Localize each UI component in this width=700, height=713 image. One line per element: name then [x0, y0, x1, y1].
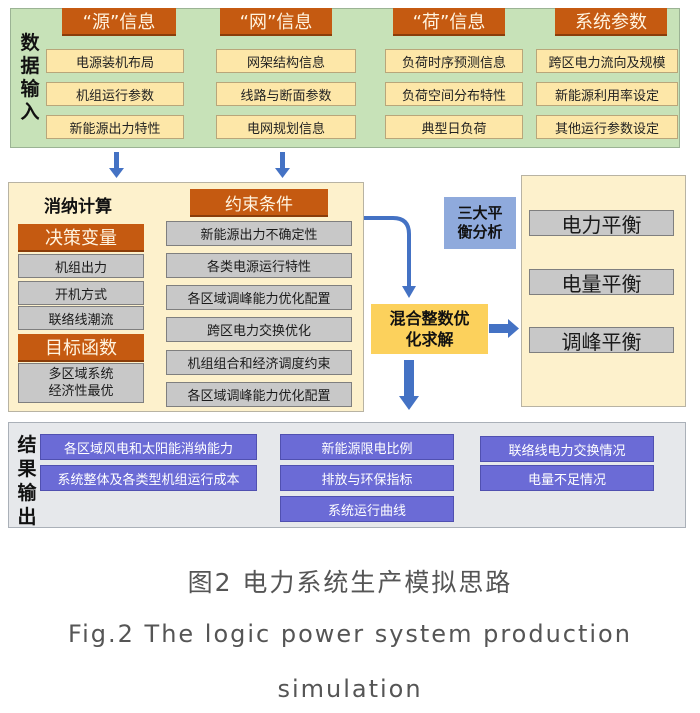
input-item: 电源装机布局 [46, 49, 184, 73]
arrow-solver-to-balance [489, 319, 519, 338]
decision-var-item: 开机方式 [18, 281, 144, 305]
figure-caption-en-line-2: simulation [277, 675, 423, 703]
constraint-item: 跨区电力交换优化 [166, 317, 352, 342]
output-item: 排放与环保指标 [280, 465, 454, 491]
balance-item-power: 电力平衡 [529, 210, 674, 237]
balance-item-peak: 调峰平衡 [529, 327, 674, 354]
figure-caption-en-line-1: Fig.2 The logic power system production [68, 620, 632, 648]
source-info-header: “源”信息 [62, 8, 176, 36]
decision-var-item: 机组出力 [18, 254, 144, 278]
decision-var-item: 联络线潮流 [18, 306, 144, 330]
constraint-item: 机组组合和经济调度约束 [166, 350, 352, 375]
output-item: 新能源限电比例 [280, 434, 454, 460]
arrow-input-to-constraints [275, 152, 290, 178]
input-item: 机组运行参数 [46, 82, 184, 106]
output-label: 结果输出 [16, 433, 38, 529]
output-item: 电量不足情况 [480, 465, 654, 491]
data-input-label-text: 数据输入 [20, 32, 40, 123]
input-item: 负荷时序预测信息 [385, 49, 523, 73]
data-input-label: 数据输入 [19, 32, 41, 124]
objective-line-1: 多区域系统 [48, 367, 114, 382]
objective-line-2: 经济性最优 [48, 384, 114, 399]
constraint-item: 各区域调峰能力优化配置 [166, 285, 352, 310]
objective-header: 目标函数 [18, 334, 144, 362]
input-item: 线路与断面参数 [216, 82, 356, 106]
balance-title: 三大平 衡分析 [444, 197, 516, 249]
input-item: 电网规划信息 [216, 115, 356, 139]
solver-line-2: 化求解 [405, 330, 454, 349]
input-item: 网架结构信息 [216, 49, 356, 73]
calc-title: 消纳计算 [44, 197, 112, 217]
input-item: 其他运行参数设定 [536, 115, 678, 139]
figure-caption-cn: 图2 电力系统生产模拟思路 [187, 568, 513, 597]
input-item: 新能源出力特性 [46, 115, 184, 139]
solver-line-1: 混合整数优 [389, 309, 470, 328]
input-item: 新能源利用率设定 [536, 82, 678, 106]
balance-title-line-2: 衡分析 [457, 223, 503, 241]
output-item: 各区域风电和太阳能消纳能力 [40, 434, 257, 460]
balance-title-line-1: 三大平 [457, 204, 503, 222]
output-item: 联络线电力交换情况 [480, 436, 654, 462]
grid-info-header: “网”信息 [220, 8, 332, 36]
input-item: 典型日负荷 [385, 115, 523, 139]
constraint-item: 各类电源运行特性 [166, 253, 352, 278]
system-params-header: 系统参数 [555, 8, 667, 36]
arrow-calc-to-solver [364, 216, 416, 298]
decision-vars-header: 决策变量 [18, 224, 144, 252]
output-item: 系统运行曲线 [280, 496, 454, 522]
constraint-item: 新能源出力不确定性 [166, 221, 352, 246]
output-label-text: 结果输出 [17, 434, 37, 528]
load-info-header: “荷”信息 [393, 8, 505, 36]
input-item: 跨区电力流向及规模 [536, 49, 678, 73]
constraints-header: 约束条件 [190, 189, 328, 217]
output-item: 系统整体及各类型机组运行成本 [40, 465, 257, 491]
objective-item: 多区域系统 经济性最优 [18, 363, 144, 403]
arrow-solver-to-output [399, 360, 419, 410]
arrow-input-to-decision [109, 152, 124, 178]
input-item: 负荷空间分布特性 [385, 82, 523, 106]
constraint-item: 各区域调峰能力优化配置 [166, 382, 352, 407]
solver-box: 混合整数优 化求解 [371, 304, 488, 354]
balance-item-energy: 电量平衡 [529, 269, 674, 296]
